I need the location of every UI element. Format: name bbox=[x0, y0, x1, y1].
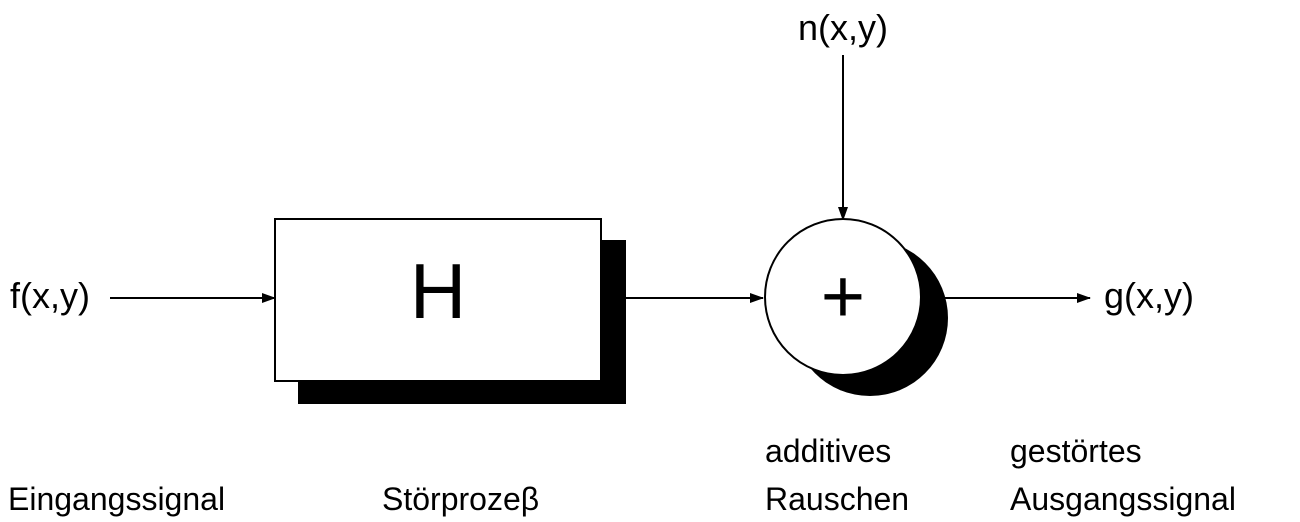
degradation-block-label: H bbox=[410, 247, 466, 335]
input-signal-label: f(x,y) bbox=[10, 275, 90, 316]
noise-caption-line1: additives bbox=[765, 433, 891, 469]
degradation-block bbox=[274, 218, 602, 382]
degradation-caption: Störprozeβ bbox=[382, 481, 539, 517]
output-caption-line2: Ausgangssignal bbox=[1010, 481, 1236, 517]
input-caption: Eingangssignal bbox=[8, 481, 225, 517]
output-signal-label: g(x,y) bbox=[1104, 275, 1194, 316]
noise-caption-line2: Rauschen bbox=[765, 481, 909, 517]
summing-node-symbol: + bbox=[821, 254, 865, 339]
output-caption-line1: gestörtes bbox=[1010, 433, 1142, 469]
summing-node bbox=[764, 218, 922, 376]
noise-signal-label: n(x,y) bbox=[798, 7, 888, 48]
